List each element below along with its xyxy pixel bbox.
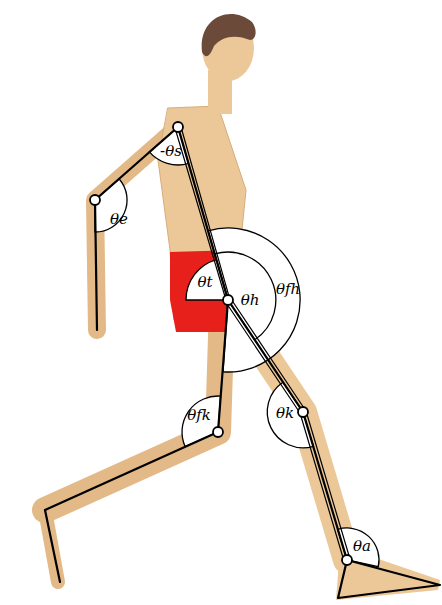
angle-label: θh: [241, 293, 260, 308]
angle-wedges: [95, 127, 379, 567]
joint-dot: [223, 295, 233, 305]
segment-line: [231, 299, 306, 411]
segment-line: [306, 411, 350, 559]
segment-line: [175, 128, 226, 300]
segment-line: [95, 127, 178, 200]
angle-label: -θs: [160, 144, 182, 159]
angle-label: θk: [276, 406, 294, 421]
joint-dot: [298, 407, 308, 417]
segment-line: [178, 127, 228, 300]
joint-dot: [213, 427, 223, 437]
angle-label: θt: [197, 275, 212, 290]
segment-line: [45, 510, 60, 582]
hair: [202, 14, 256, 56]
back-leg: [45, 305, 222, 510]
skeleton: [45, 127, 440, 598]
joint-dot: [90, 195, 100, 205]
segment-line: [300, 413, 344, 561]
segment-line: [95, 200, 97, 330]
angle-label: θfh: [276, 282, 300, 297]
angle-label: θfk: [187, 408, 211, 423]
joints: [90, 122, 352, 565]
segment-line: [228, 300, 303, 412]
body: [45, 14, 440, 600]
segment-line: [181, 127, 230, 300]
segment-line: [303, 412, 347, 560]
joint-dot: [173, 122, 183, 132]
angle-label: θa: [353, 539, 371, 554]
segment-line: [45, 432, 218, 510]
joint-dot: [342, 555, 352, 565]
segment-line: [218, 300, 228, 432]
segment-line: [225, 301, 300, 413]
foot-segment: [338, 560, 440, 598]
angle-label: θe: [110, 212, 128, 227]
